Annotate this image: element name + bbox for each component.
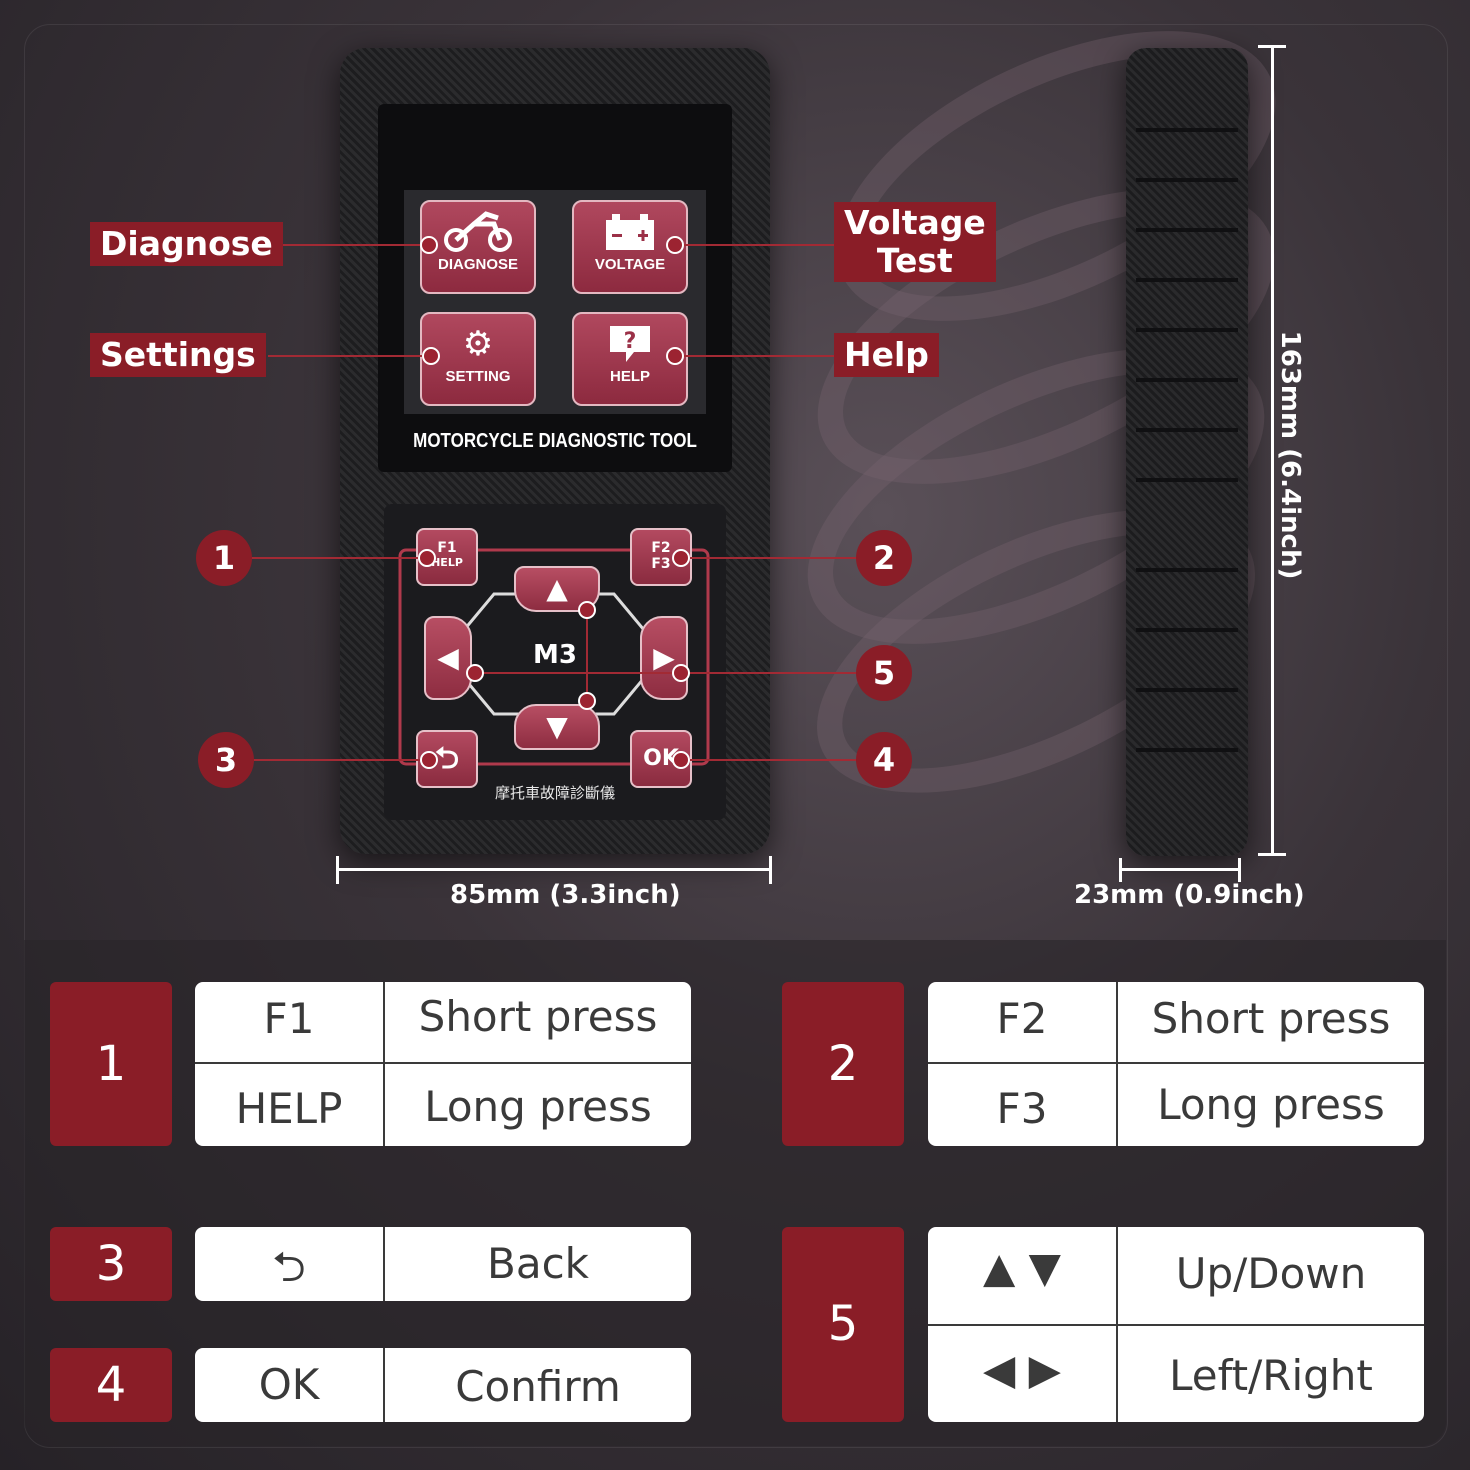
diagnose-callout: Diagnose	[90, 222, 283, 266]
question-icon: ?	[574, 322, 686, 366]
legend-card-1: F1 Short press HELP Long press	[195, 982, 691, 1146]
leader-dot	[578, 692, 596, 710]
f2-key-label: F2	[651, 540, 671, 556]
legend-badge-2: 2	[782, 982, 904, 1146]
leader-dot	[672, 549, 690, 567]
leader-line	[268, 244, 428, 246]
up-down-label: Up/Down	[1175, 1249, 1367, 1298]
leader-line	[678, 759, 858, 761]
long-press-label: Long press	[424, 1082, 652, 1131]
device-title: MOTORCYCLE DIAGNOSTIC TOOL	[413, 430, 697, 452]
chinese-product-label: 摩托車故障診斷儀	[494, 784, 615, 802]
back-arrow-icon: ⮌	[434, 741, 460, 776]
marker-2: 2	[856, 530, 912, 586]
right-key[interactable]: ▶	[640, 616, 688, 700]
leader-dot	[672, 664, 690, 682]
leader-line	[676, 355, 836, 357]
legend-badge-3: 3	[50, 1227, 172, 1301]
setting-tile[interactable]: ⚙ SETTING	[420, 312, 536, 406]
voltage-tile-label: VOLTAGE	[594, 256, 666, 273]
height-dimension-line	[1271, 46, 1274, 856]
help-tile[interactable]: ? HELP	[572, 312, 688, 406]
marker-3: 3	[198, 732, 254, 788]
depth-dimension-tick	[1119, 858, 1122, 882]
short-press-label: Short press	[1151, 994, 1391, 1043]
leader-dot	[422, 347, 440, 365]
leader-line	[474, 672, 858, 674]
leader-dot	[578, 601, 596, 619]
leader-line	[268, 355, 430, 357]
help-tile-label: HELP	[609, 368, 650, 385]
voltage-test-callout: Voltage Test	[834, 202, 996, 282]
width-dimension-line	[338, 868, 772, 871]
legend-card-5: ▲ ▼ Up/Down ◀ ▶ Left/Right	[928, 1227, 1424, 1422]
svg-text:?: ?	[624, 329, 637, 354]
f3-key-label: F3	[651, 556, 671, 572]
f3-label: F3	[996, 1084, 1048, 1133]
f2-label: F2	[996, 994, 1048, 1043]
device-side	[1126, 48, 1248, 856]
legend-card-3: ⮌ Back	[195, 1227, 691, 1301]
leader-line	[252, 759, 428, 761]
leader-dot	[418, 549, 436, 567]
width-dimension-tick	[769, 856, 772, 884]
marker-5: 5	[856, 645, 912, 701]
height-dimension-tick	[1258, 853, 1286, 856]
help-callout: Help	[834, 333, 939, 377]
depth-dimension-tick	[1238, 858, 1241, 882]
f1-key-label: F1	[437, 540, 457, 556]
left-right-arrows-icon: ◀ ▶	[983, 1345, 1061, 1394]
voltage-callout-line1: Voltage	[844, 203, 986, 242]
left-right-label: Left/Right	[1169, 1351, 1373, 1400]
short-press-label: Short press	[418, 992, 658, 1041]
leader-dot	[420, 236, 438, 254]
leader-dot	[666, 347, 684, 365]
leader-line	[586, 610, 588, 702]
leader-dot	[420, 751, 438, 769]
depth-dimension-label: 23mm (0.9inch)	[1074, 880, 1305, 910]
legend-badge-5: 5	[782, 1227, 904, 1422]
leader-line	[250, 557, 426, 559]
voltage-callout-line2: Test	[876, 241, 953, 280]
settings-callout: Settings	[90, 333, 266, 377]
width-dimension-label: 85mm (3.3inch)	[450, 880, 681, 910]
up-down-arrows-icon: ▲ ▼	[983, 1243, 1061, 1292]
battery-icon	[574, 210, 686, 254]
left-key[interactable]: ◀	[424, 616, 472, 700]
leader-line	[678, 557, 858, 559]
help-label: HELP	[235, 1084, 343, 1133]
legend-badge-1: 1	[50, 982, 172, 1146]
depth-dimension-line	[1120, 868, 1240, 871]
diagnose-tile-label: DIAGNOSE	[437, 256, 518, 273]
down-key[interactable]: ▼	[514, 704, 600, 750]
long-press-label: Long press	[1157, 1080, 1385, 1129]
confirm-label: Confirm	[455, 1362, 621, 1411]
setting-tile-label: SETTING	[445, 368, 511, 385]
leader-dot	[466, 664, 484, 682]
leader-line	[676, 244, 836, 246]
f1-label: F1	[263, 994, 315, 1043]
content-frame	[24, 24, 1448, 1448]
width-dimension-tick	[336, 856, 339, 884]
help-key-label: HELP	[431, 556, 463, 569]
height-dimension-tick	[1258, 45, 1286, 48]
marker-1: 1	[196, 530, 252, 586]
motorcycle-icon	[422, 210, 534, 254]
leader-dot	[672, 751, 690, 769]
height-dimension-label: 163mm (6.4inch)	[1275, 330, 1305, 580]
gear-icon: ⚙	[462, 324, 494, 364]
marker-4: 4	[856, 732, 912, 788]
legend-badge-4: 4	[50, 1348, 172, 1422]
legend-card-2: F2 Short press F3 Long press	[928, 982, 1424, 1146]
brand-logo: M3	[533, 640, 577, 670]
legend-card-4: OK Confirm	[195, 1348, 691, 1422]
back-label: Back	[487, 1239, 589, 1288]
leader-dot	[666, 236, 684, 254]
back-arrow-icon: ⮌	[272, 1242, 306, 1291]
ok-label: OK	[258, 1360, 320, 1409]
